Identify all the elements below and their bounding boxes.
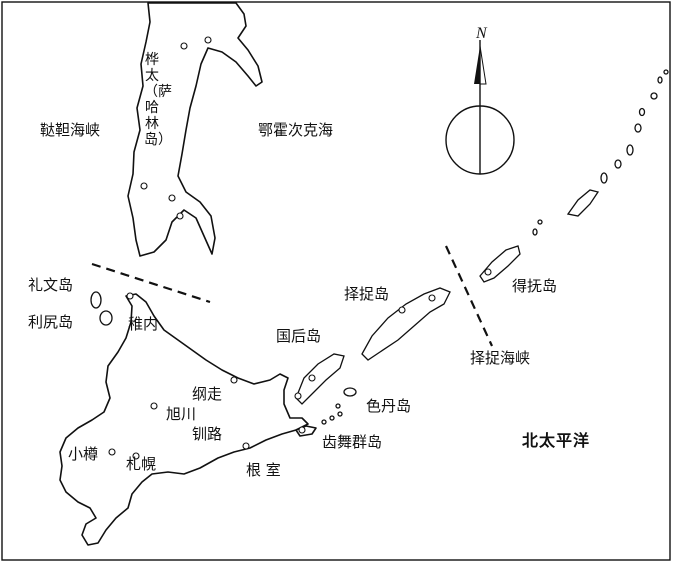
city-marker <box>150 402 158 410</box>
label-etorofu: 择捉岛 <box>344 285 390 303</box>
label-uruppu: 得抚岛 <box>512 277 558 295</box>
label-sapporo: 札幌 <box>126 455 157 473</box>
habomai-islet <box>329 415 335 421</box>
label-rebun: 礼文岛 <box>28 276 74 294</box>
sakhalin-landmass <box>127 2 263 257</box>
city-marker <box>132 452 140 460</box>
etorofu-island <box>361 287 451 361</box>
city-marker <box>230 376 238 384</box>
compass-arrow-outline <box>479 45 487 85</box>
label-kunashiri: 国后岛 <box>276 327 322 345</box>
city-marker <box>108 448 116 456</box>
boundary-dashed-sakhalin <box>91 262 211 304</box>
label-tatar-strait: 鞑靼海峡 <box>40 121 101 139</box>
kuril-island <box>650 92 658 100</box>
city-marker <box>242 442 250 450</box>
city-marker <box>398 306 406 314</box>
city-marker <box>308 374 316 382</box>
kuril-island <box>634 123 642 133</box>
compass-north-letter: N <box>475 25 488 42</box>
hokkaido-landmass <box>59 293 309 546</box>
city-marker <box>126 292 134 300</box>
rishiri-island <box>99 310 113 326</box>
rebun-island <box>90 291 102 309</box>
compass-arrow-icon <box>474 46 480 84</box>
habomai-islet <box>321 419 327 425</box>
label-abashiri: 纲走 <box>192 385 223 403</box>
kuril-island <box>600 172 608 184</box>
label-rishiri: 利尻岛 <box>28 313 74 331</box>
city-marker <box>176 212 184 220</box>
city-marker <box>204 36 212 44</box>
city-marker <box>298 426 306 434</box>
boundary-dashed-etorofu-strait <box>445 245 493 347</box>
label-asahikawa: 旭川 <box>166 405 197 423</box>
label-kushiro: 钏路 <box>192 425 223 443</box>
label-sakhalin: 桦太（萨哈林岛） <box>144 52 172 148</box>
habomai-islet <box>335 403 341 409</box>
kuril-island <box>614 159 622 169</box>
label-wakkanai: 稚内 <box>128 315 159 333</box>
label-okhotsk-sea: 鄂霍次克海 <box>258 121 334 139</box>
city-marker <box>180 42 188 50</box>
kuril-island <box>537 219 543 225</box>
kuril-island <box>638 107 646 117</box>
kuril-island <box>532 228 538 236</box>
city-marker <box>294 392 302 400</box>
kuril-island <box>566 189 600 217</box>
kuril-island <box>626 144 634 156</box>
label-otaru: 小樽 <box>68 445 99 463</box>
kuril-island <box>663 69 669 75</box>
city-marker <box>168 194 176 202</box>
kuril-island <box>657 76 663 84</box>
label-north-pacific: 北太平洋 <box>522 431 591 450</box>
compass-rose: N <box>445 25 515 175</box>
city-marker <box>484 268 492 276</box>
habomai-islet <box>337 411 343 417</box>
label-nemuro: 根 室 <box>246 461 281 479</box>
kunashiri-island <box>295 353 345 405</box>
city-marker <box>428 294 436 302</box>
city-marker <box>140 182 148 190</box>
shikotan-island <box>343 387 357 397</box>
label-shikotan: 色丹岛 <box>366 397 412 415</box>
label-habomai: 齿舞群岛 <box>322 433 383 451</box>
label-etorofu-strait: 择捉海峡 <box>470 349 531 367</box>
